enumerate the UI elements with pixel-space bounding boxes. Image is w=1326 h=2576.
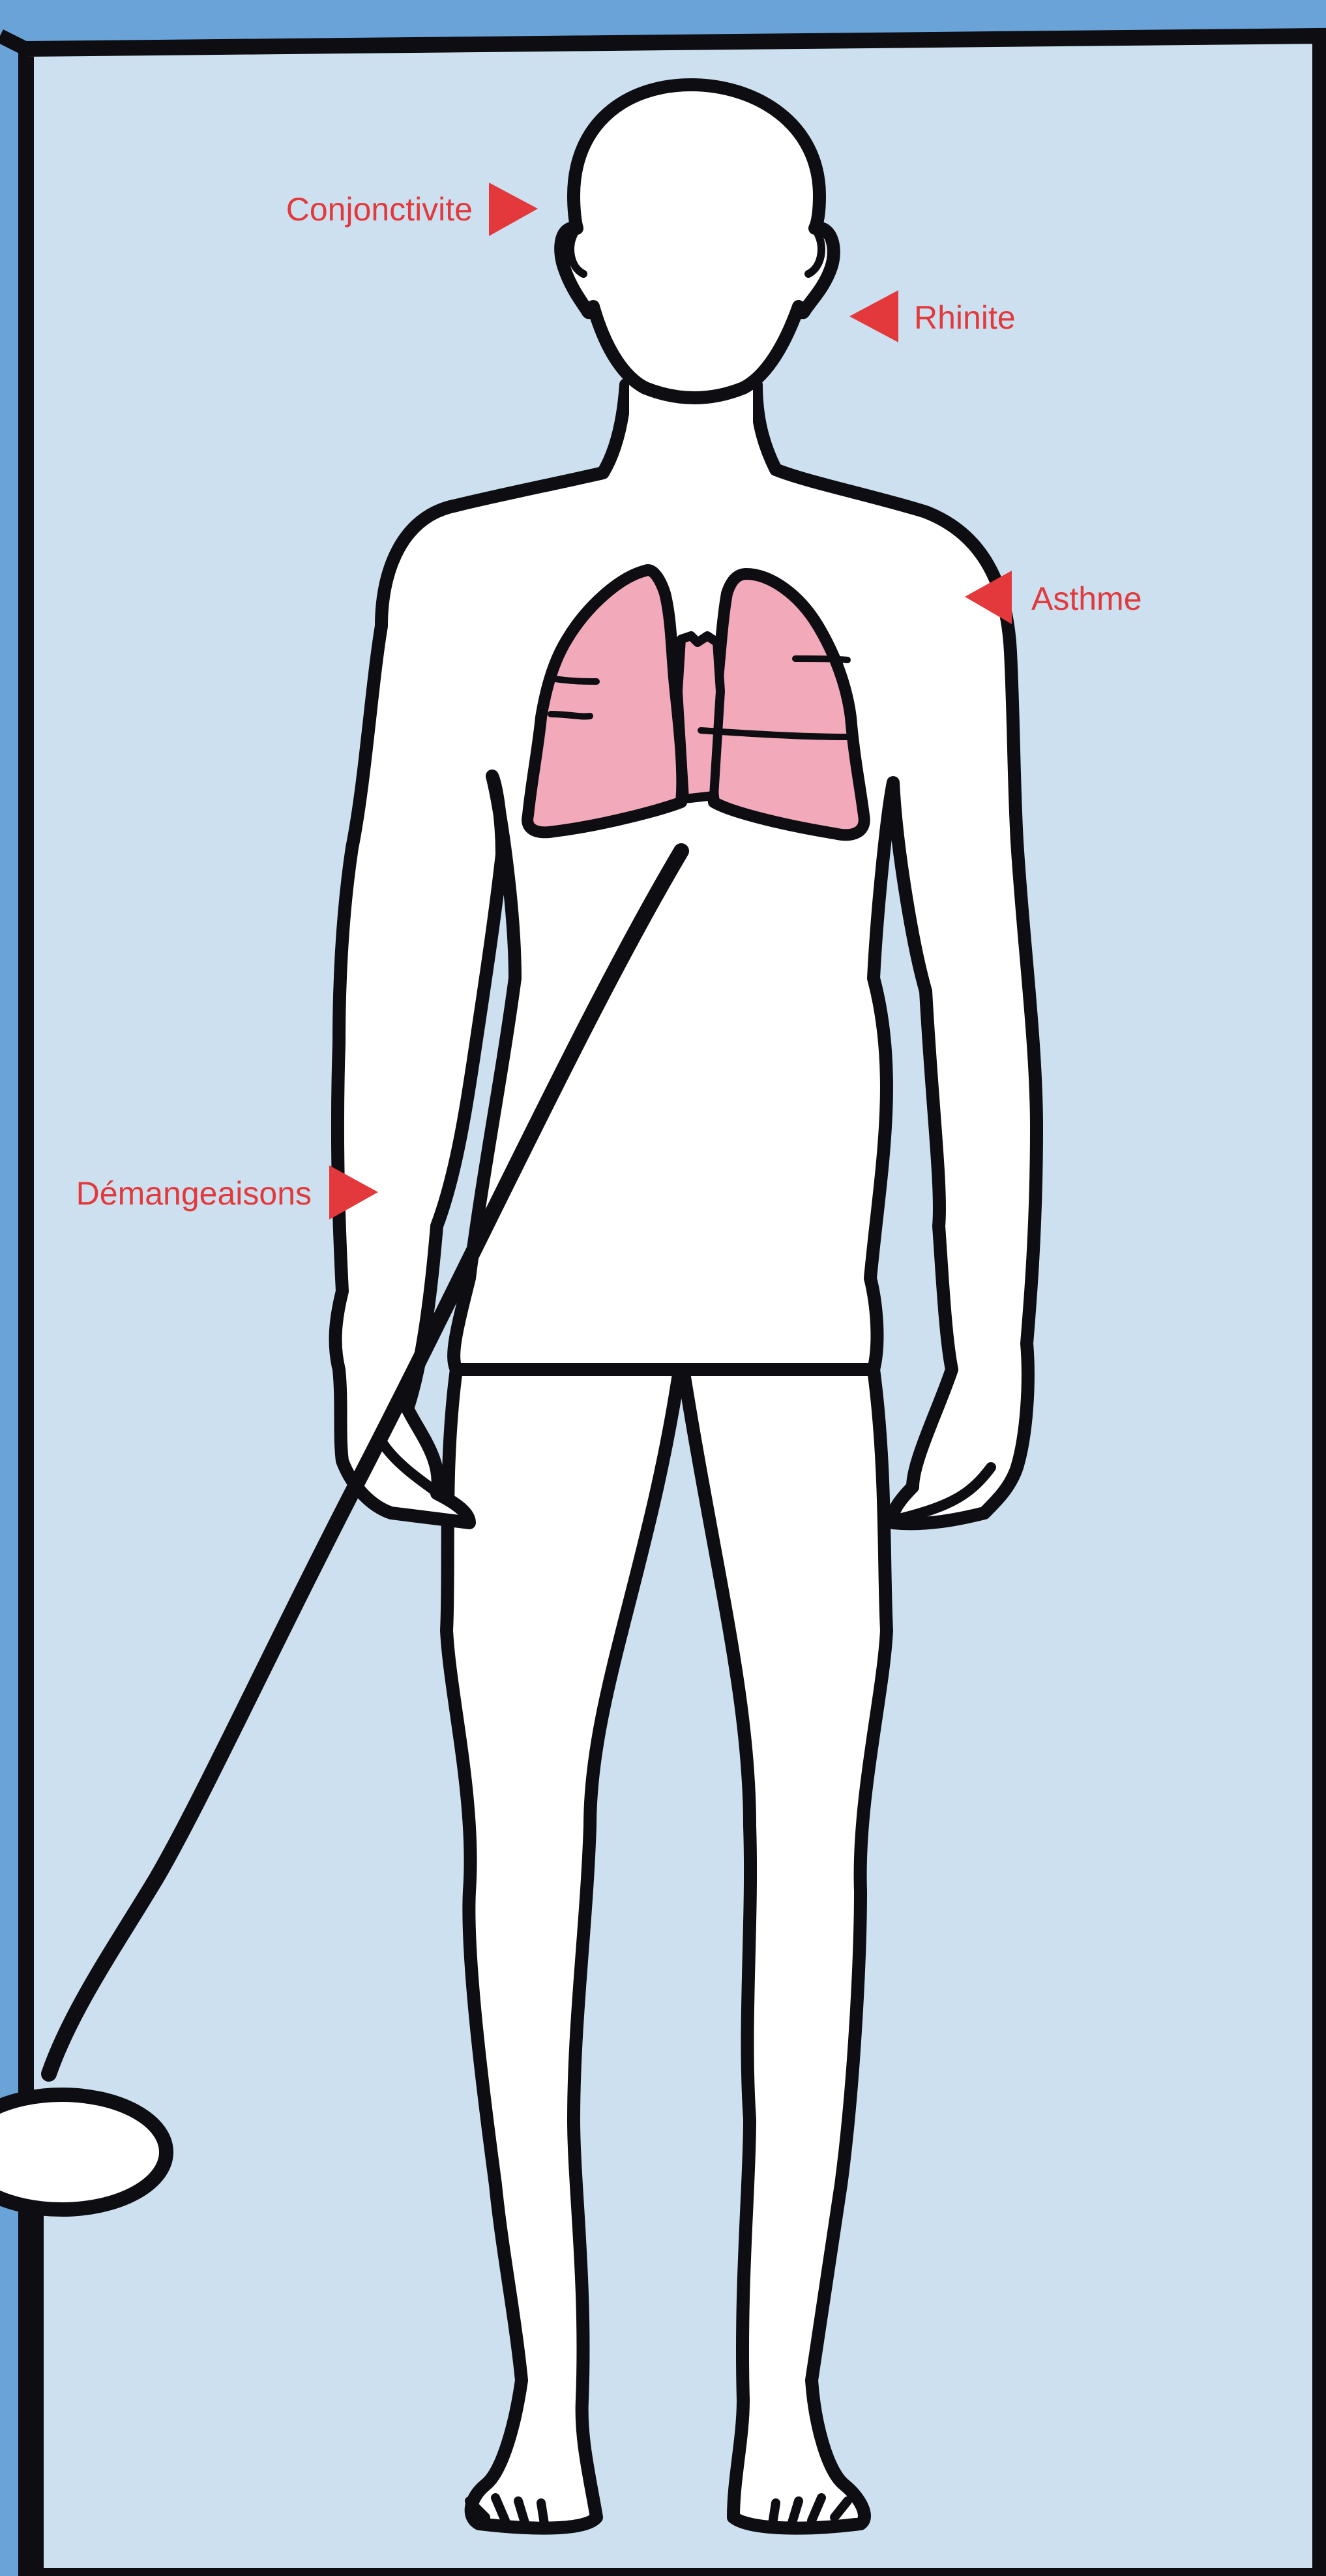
label-conjunctivitis: Conjonctivite	[286, 191, 473, 228]
label-itching: Démangeaisons	[76, 1175, 312, 1212]
label-rhinitis: Rhinite	[914, 299, 1016, 336]
label-asthma: Asthme	[1031, 580, 1142, 617]
pointer-handle	[0, 2095, 166, 2209]
trachea	[678, 636, 720, 799]
